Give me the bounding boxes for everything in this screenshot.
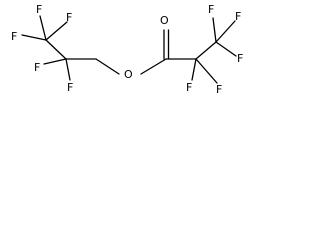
bond-c3-o-ester: [95, 58, 120, 75]
bond-c5-c6: [195, 41, 217, 60]
bond-c1-f1: [39, 15, 47, 41]
bond-c5-f7: [195, 58, 218, 84]
structure-diagram: F F F F F O O F F F F F: [0, 0, 264, 120]
atom-f5: F: [67, 81, 73, 94]
atom-f10: F: [237, 52, 243, 65]
atom-o-carbonyl: O: [160, 14, 169, 27]
atom-f1: F: [36, 3, 42, 16]
molecule-canvas: F F F F F O O F F F F F: [11, 3, 243, 96]
bond-c2-f5: [65, 58, 71, 81]
bond-c6-f8: [212, 17, 217, 43]
bond-c2-f4: [43, 58, 67, 65]
bond-c6-f9: [215, 20, 236, 43]
atom-f3: F: [66, 11, 72, 24]
bond-c1-f2: [21, 34, 47, 41]
atom-f6: F: [186, 81, 192, 94]
bonds: [21, 15, 237, 84]
atom-f2: F: [11, 30, 17, 43]
atom-f8: F: [208, 3, 214, 16]
bond-c1-c2: [45, 39, 67, 60]
bond-o-ester-c4: [140, 58, 167, 75]
atom-f4: F: [34, 61, 40, 74]
bond-c5-f6: [191, 58, 197, 81]
atom-f9: F: [235, 10, 241, 23]
bond-c6-f10: [215, 41, 237, 57]
atom-o-ester: O: [124, 68, 133, 81]
bond-c1-f3: [45, 21, 68, 41]
atom-labels: F F F F F O O F F F F F: [11, 3, 243, 96]
atom-f7: F: [216, 83, 222, 96]
